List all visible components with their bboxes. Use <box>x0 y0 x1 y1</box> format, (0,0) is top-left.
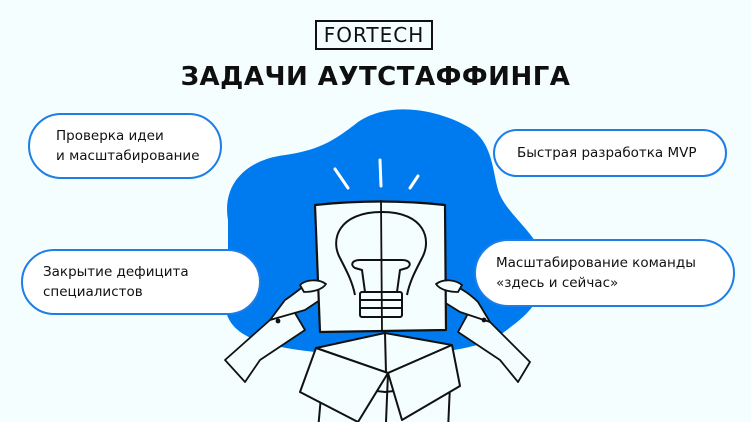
open-box-icon <box>299 332 461 422</box>
pill-line: Быстрая разработка MVP <box>517 145 697 161</box>
pill-line: «здесь и сейчас» <box>496 275 619 291</box>
task-pill-team-scaling: Масштабирование команды «здесь и сейчас» <box>474 239 735 307</box>
pill-line: Проверка идеи <box>56 128 164 144</box>
task-pill-fast-mvp: Быстрая разработка MVP <box>493 129 727 177</box>
pill-line: специалистов <box>43 284 143 300</box>
logo-text: FORTECH <box>323 23 425 47</box>
task-pill-idea-validation: Проверка идеи и масштабирование <box>28 113 222 179</box>
fortech-logo: FORTECH <box>315 20 433 50</box>
page-title: ЗАДАЧИ АУТСТАФФИНГА <box>180 62 571 92</box>
pill-line: Закрытие дефицита <box>43 264 189 280</box>
pill-line: и масштабирование <box>56 148 200 164</box>
task-pill-talent-shortage: Закрытие дефицита специалистов <box>21 249 261 315</box>
paper-sheet <box>313 199 448 334</box>
pill-line: Масштабирование команды <box>496 255 696 271</box>
lightbulb-icon <box>335 211 427 318</box>
